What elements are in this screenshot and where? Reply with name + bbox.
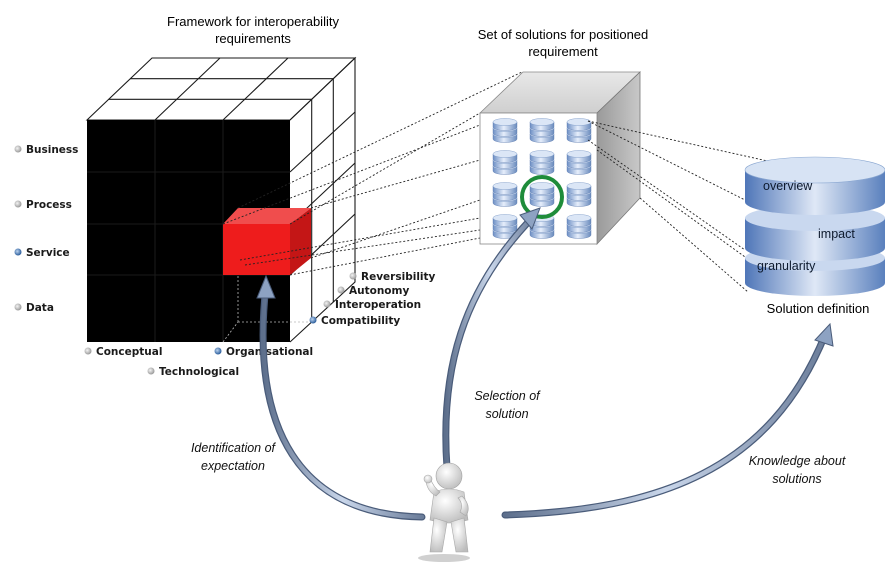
- depth-labels: Reversibility Autonomy Interoperation Co…: [309, 271, 436, 327]
- column-label-conceptual: Conceptual: [96, 346, 162, 358]
- arrow-selection: [442, 207, 541, 472]
- projection-lines-box-to-solution: [587, 120, 773, 293]
- radio-data[interactable]: [14, 303, 22, 311]
- layer-label-granularity: granularity: [757, 259, 816, 273]
- row-label-data: Data: [26, 302, 54, 314]
- radio-compatibility[interactable]: [309, 316, 317, 324]
- caption-knowledge-line2: solutions: [772, 472, 821, 486]
- solution-database-icon[interactable]: [492, 182, 518, 207]
- caption-selection-line1: Selection of: [474, 389, 541, 403]
- depth-label-autonomy: Autonomy: [349, 285, 409, 297]
- depth-label-reversibility: Reversibility: [361, 271, 436, 283]
- solution-database-icon[interactable]: [529, 150, 555, 175]
- solution-database-icon[interactable]: [492, 118, 518, 143]
- solution-database-icon[interactable]: [529, 182, 555, 207]
- row-label-service: Service: [26, 247, 70, 259]
- column-label-technological: Technological: [159, 366, 239, 378]
- column-labels: Conceptual Technological Organisational: [84, 346, 313, 378]
- row-labels: Business Process Service Data: [14, 144, 78, 314]
- radio-service[interactable]: [14, 248, 22, 256]
- solution-definition-database: [744, 156, 885, 296]
- radio-process[interactable]: [14, 200, 22, 208]
- column-label-organisational: Organisational: [226, 346, 313, 358]
- radio-organisational[interactable]: [214, 347, 222, 355]
- radio-interoperation[interactable]: [323, 300, 331, 308]
- solution-database-icon[interactable]: [492, 150, 518, 175]
- solution-database-icon[interactable]: [566, 118, 592, 143]
- radio-autonomy[interactable]: [337, 286, 345, 294]
- caption-identification-line1: Identification of: [191, 441, 277, 455]
- solution-database-icon[interactable]: [492, 214, 518, 239]
- radio-technological[interactable]: [147, 367, 155, 375]
- framework-title-line1: Framework for interoperability: [167, 14, 339, 29]
- user-figure-icon: [418, 462, 470, 562]
- solutions-title-line1: Set of solutions for positioned: [478, 27, 649, 42]
- caption-selection-line2: solution: [485, 407, 528, 421]
- radio-reversibility[interactable]: [349, 272, 357, 280]
- layer-label-overview: overview: [763, 179, 813, 193]
- depth-label-interoperation: Interoperation: [335, 299, 421, 311]
- selected-requirement-cell[interactable]: [223, 208, 311, 275]
- solutions-title-line2: requirement: [528, 44, 598, 59]
- caption-identification-line2: expectation: [201, 459, 265, 473]
- radio-conceptual[interactable]: [84, 347, 92, 355]
- radio-business[interactable]: [14, 145, 22, 153]
- selected-solution-circle[interactable]: [520, 175, 564, 219]
- row-label-business: Business: [26, 144, 78, 156]
- solution-definition-caption: Solution definition: [767, 301, 870, 316]
- caption-knowledge-line1: Knowledge about: [749, 454, 846, 468]
- solution-database-icon[interactable]: [566, 150, 592, 175]
- framework-title-line2: requirements: [215, 31, 291, 46]
- arrow-identification: [256, 274, 426, 521]
- depth-label-compatibility: Compatibility: [321, 315, 400, 327]
- solution-database-icon[interactable]: [566, 182, 592, 207]
- projection-lines-cell-to-box: [222, 71, 523, 276]
- framework-cube: [85, 56, 357, 343]
- solution-database-icon[interactable]: [529, 118, 555, 143]
- arrow-knowledge: [501, 322, 834, 519]
- row-label-process: Process: [26, 199, 72, 211]
- layer-label-impact: impact: [818, 227, 855, 241]
- solution-database-icon[interactable]: [566, 214, 592, 239]
